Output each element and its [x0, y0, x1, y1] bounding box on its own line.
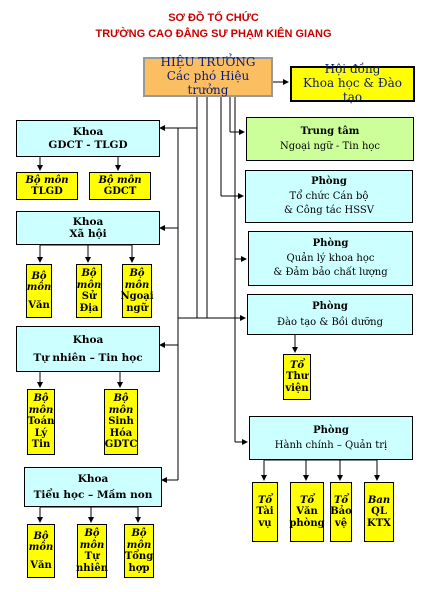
khoa-tieu-hoc-name: Tiểu học – Mầm non: [33, 489, 153, 501]
to-bao-ve: Tổ Bảo vệ: [330, 482, 352, 542]
khoa-gdct-name: GDCT - TLGD: [48, 138, 128, 151]
hoi-dong-box: Hội đồng Khoa học & Đào tạo: [290, 62, 415, 104]
bo-mon-van-xh: Bộ môn Văn: [26, 264, 52, 318]
unit-name: GDCT: [103, 186, 137, 197]
bo-mon-toan-ly-tin: Bộ môn Toán Lý Tin: [27, 389, 55, 455]
khoa-tu-nhien-box: Khoa Tự nhiên – Tin học: [16, 326, 160, 372]
to-thu-vien: Tổ Thư viện: [283, 354, 311, 400]
bo-mon-sinh-hoa-gdtc: Bộ môn Sinh Hóa GDTC: [104, 389, 138, 455]
phong-hanh-chinh-box: Phòng Hành chính – Quản trị: [249, 416, 413, 460]
trung-tam-label: Trung tâm: [300, 125, 360, 137]
khoa-tieu-hoc-label: Khoa: [77, 472, 109, 485]
trung-tam-box: Trung tâm Ngoại ngữ - Tin học: [246, 117, 414, 161]
hoi-dong-label: Hội đồng: [324, 62, 381, 77]
to-van-phong: Tổ Văn phòng: [289, 482, 325, 542]
bo-mon-van-th: Bộ môn Văn: [27, 524, 55, 578]
khoa-xa-hoi-label: Khoa: [72, 215, 104, 228]
khoa-gdct-box: Khoa GDCT - TLGD: [16, 120, 160, 157]
unit-type: Bộ môn: [25, 174, 69, 186]
khoa-xa-hoi-name: Xã hội: [69, 228, 107, 240]
bo-mon-tlgd: Bộ môn TLGD: [16, 172, 78, 200]
bo-mon-ngoai-ngu: Bộ môn Ngoại ngữ: [120, 264, 154, 318]
unit-name: TLGD: [31, 186, 63, 197]
bo-mon-su-dia: Bộ môn Sử Địa: [76, 264, 102, 318]
hieu-truong-box: HIỆU TRƯỞNG Các phó Hiệu trưởng: [143, 55, 273, 97]
bo-mon-tong-hop: Bộ môn Tổng hợp: [124, 524, 154, 578]
phong-to-chuc-can-bo-box: Phòng Tổ chức Cán bộ & Công tác HSSV: [245, 170, 413, 223]
to-tai-vu: Tổ Tài vụ: [252, 482, 278, 542]
khoa-xa-hoi-box: Khoa Xã hội: [16, 211, 160, 245]
unit-type: Bộ môn: [98, 174, 142, 186]
hoi-dong-subtitle: Khoa học & Đào tạo: [303, 76, 402, 104]
khoa-gdct-label: Khoa: [72, 126, 104, 139]
bo-mon-tu-nhien: Bộ môn Tự nhiên: [76, 524, 108, 578]
trung-tam-name: Ngoại ngữ - Tin học: [279, 141, 381, 152]
phong-quan-ly-khoa-hoc-box: Phòng Quản lý khoa học & Đảm bảo chất lư…: [248, 231, 413, 286]
khoa-tu-nhien-name: Tự nhiên – Tin học: [33, 352, 143, 364]
pho-hieu-truong-label: Các phó Hiệu trưởng: [166, 69, 250, 97]
ban-ql-ktx: Ban QL KTX: [364, 482, 394, 542]
bo-mon-gdct: Bộ môn GDCT: [89, 172, 151, 200]
khoa-tieu-hoc-box: Khoa Tiểu học – Mầm non: [24, 467, 162, 507]
school-name: TRƯỜNG CAO ĐẲNG SƯ PHẠM KIÊN GIANG: [95, 28, 332, 40]
hieu-truong-label: HIỆU TRƯỞNG: [160, 55, 256, 70]
khoa-tu-nhien-label: Khoa: [72, 333, 104, 346]
phong-dao-tao-box: Phòng Đào tạo & Bồi dưỡng: [247, 294, 413, 335]
chart-title: SƠ ĐỒ TỔ CHỨC: [168, 12, 259, 24]
